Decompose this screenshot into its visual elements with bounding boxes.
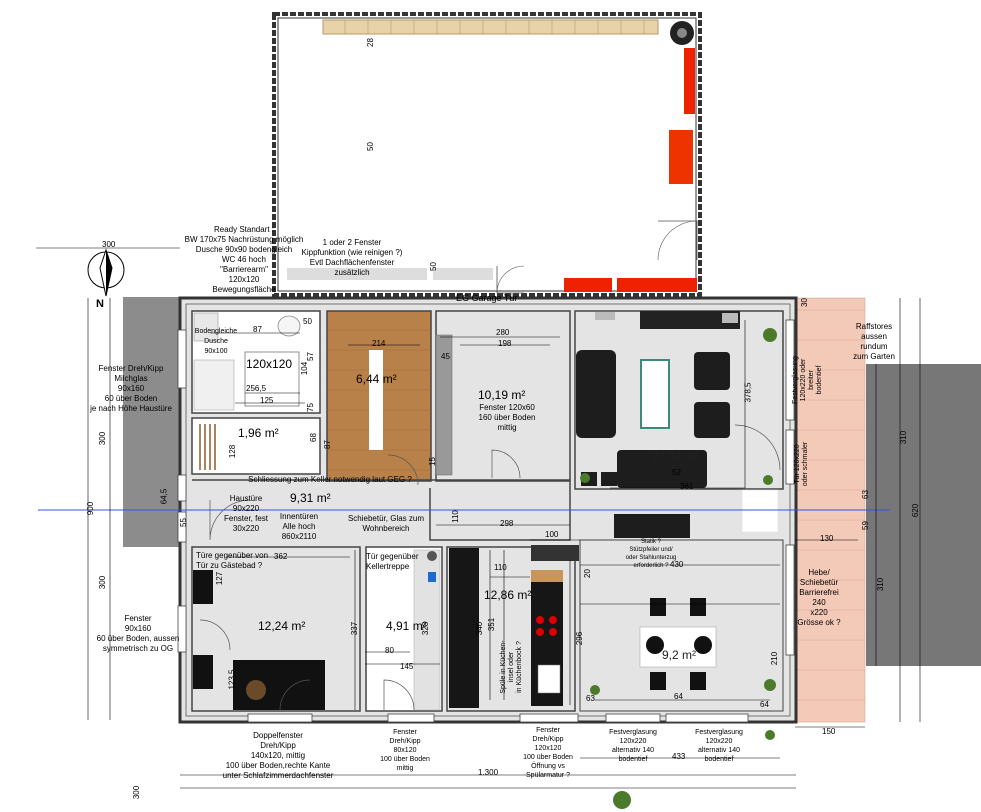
terrace-door-note: Tür 120x220 oder schmaler <box>794 441 809 487</box>
garage-dim-50-a: 50 <box>365 142 375 151</box>
terrace-dim-620: 620 <box>911 503 921 518</box>
terrace-dim-310-b: 310 <box>876 577 886 592</box>
hall-sliding-door: Schiebetür, Glas zum Wohnbereich <box>347 514 425 533</box>
raffstore-note: Raffstores aussen rundum zum Garten <box>853 322 895 361</box>
terrace-dim-59: 59 <box>860 521 870 530</box>
terrace-hebe-note: Hebe/ Schiebetür Barrierefrei 240 x220 G… <box>797 568 841 627</box>
living-dim-52: 52 <box>672 468 681 477</box>
bath-dim-104: 104 <box>300 361 310 376</box>
dining-area: 9,2 m² <box>662 648 697 662</box>
hall-dim-55: 55 <box>178 518 188 527</box>
small-room-area: 1,96 m² <box>238 426 279 440</box>
hall-area: 9,31 m² <box>290 491 331 505</box>
stair-room-area: 6,44 m² <box>356 372 397 386</box>
garage-door-label: EG Garage Tür <box>456 293 518 303</box>
stair-dim-214: 214 <box>372 339 386 348</box>
kitchen-area: 12,86 m² <box>484 588 532 602</box>
garage-dim-28: 28 <box>365 38 375 47</box>
living-dim-361: 361 <box>680 482 694 491</box>
small-room-dim-68: 68 <box>308 433 318 442</box>
south-window-bath-note: Fenster Dreh/Kipp 80x120 100 über Boden … <box>380 729 430 772</box>
terrace-dim-310-a: 310 <box>899 430 909 445</box>
south-dim-300: 300 <box>132 785 142 800</box>
living-dim-430: 430 <box>670 560 684 569</box>
south-fest-2-note: Festverglasung 120x220 alternativ 140 bo… <box>695 729 743 763</box>
west-dim-900: 900 <box>86 501 96 516</box>
living-statik-note: Statik ? Stützpfeiler und/ oder Stahlunt… <box>625 539 677 569</box>
bath-dim-75: 75 <box>305 403 315 412</box>
terrace-festverglasung-note: Festverglasung 120x220 oder breiter bode… <box>792 356 823 404</box>
bath-ready-note: Ready Standart : BW 170x75 Nachrüstung m… <box>184 225 304 294</box>
bedroom-dim-1235: 123,5 <box>227 669 237 690</box>
bedroom-door-note: Türe gegenüber von Tür zu Gästebad ? <box>196 551 269 570</box>
garage-window-note: 1 oder 2 Fenster Kippfunktion (wie reini… <box>301 238 403 277</box>
kitchen-dim-63: 63 <box>586 694 595 703</box>
garage-dim-50-b: 50 <box>428 262 438 271</box>
terrace-dim-150: 150 <box>822 727 836 736</box>
terrace-dim-63: 63 <box>860 490 870 499</box>
north-label: N <box>96 298 104 310</box>
living-area: 27,61 m² <box>652 449 700 463</box>
kitchen-dim-340: 340 <box>475 621 485 636</box>
office-area: 10,19 m² <box>478 388 526 402</box>
west-dim-300-a: 300 <box>98 431 108 446</box>
office-dim-15: 15 <box>427 457 437 466</box>
hall-inner-doors: Innentüren Alle hoch 860x2110 <box>279 512 319 541</box>
south-window-kitchen-note: Fenster Dreh/Kipp 120x120 100 über Boden… <box>523 727 573 779</box>
hall-keller-note: Schliessung zum Keller notwendig laut GE… <box>248 475 412 484</box>
living-dim-20: 20 <box>582 569 592 578</box>
office-dim-198: 198 <box>498 339 512 348</box>
kitchen-dim-110: 110 <box>494 563 507 572</box>
hall-dim-298: 298 <box>500 519 514 528</box>
living-dim-3785: 378,5 <box>743 382 753 403</box>
dining-dim-210: 210 <box>770 651 780 666</box>
terrace-dim-30: 30 <box>799 298 809 307</box>
guest-bath-dim-80: 80 <box>385 646 394 655</box>
bath-movement-area: 120x120 <box>246 357 293 371</box>
south-dim-1300: 1.300 <box>478 768 499 777</box>
shower-label: Bodengleiche Dusche 90x100 <box>194 328 238 355</box>
hall-door-note: Haustüre 90x220 Fenster, fest 30x220 <box>223 494 269 533</box>
bedroom-dim-337: 337 <box>350 621 360 636</box>
office-window-note: Fenster 120x60 160 über Boden mittig <box>478 403 536 432</box>
bedroom-dim-362: 362 <box>274 552 288 561</box>
compass-dim-300: 300 <box>102 240 116 249</box>
bedroom-area: 12,24 m² <box>258 619 306 633</box>
kitchen-sink-note: Spüle in Küchen- insel oder in Küchenboc… <box>500 640 523 694</box>
south-fest-1-note: Festverglasung 120x220 alternativ 140 bo… <box>609 729 657 763</box>
west-window-bottom-note: Fenster 90x160 60 über Boden, aussen sym… <box>96 614 180 653</box>
guest-bath-area: 4,91 m² <box>386 619 427 633</box>
hall-dim-645: 64,5 <box>159 488 169 505</box>
terrace-dim-130: 130 <box>820 534 834 543</box>
living-dim-100: 100 <box>545 530 559 539</box>
west-dim-300-b: 300 <box>98 575 108 590</box>
bath-dim-2565: 256,5 <box>246 384 267 393</box>
bath-dim-57: 57 <box>305 352 315 361</box>
small-room-dim-128: 128 <box>228 444 238 459</box>
bath-dim-125: 125 <box>260 396 274 405</box>
kitchen-dim-296: 296 <box>575 631 585 646</box>
bedroom-dim-127: 127 <box>215 571 225 586</box>
south-dim-433: 433 <box>672 752 686 761</box>
bath-dim-50: 50 <box>303 317 312 326</box>
guest-bath-dim-328: 328 <box>421 621 431 636</box>
dining-dim-64-b: 64 <box>760 700 769 709</box>
office-dim-280: 280 <box>496 328 510 337</box>
guest-bath-door-note: Tür gegenüber Kellertreppe <box>366 552 419 571</box>
guest-bath-dim-145: 145 <box>400 662 414 671</box>
dining-dim-64-a: 64 <box>674 692 683 701</box>
west-window-top-note: Fenster Dreh/Kipp Milchglas 90x160 60 üb… <box>90 364 172 413</box>
bath-dim-87: 87 <box>253 325 262 334</box>
hall-dim-87: 87 <box>322 440 332 449</box>
south-double-window-note: Doppelfenster Dreh/Kipp 140x120, mittig … <box>222 731 334 780</box>
hall-dim-110: 110 <box>450 510 460 523</box>
office-dim-45: 45 <box>441 352 450 361</box>
kitchen-dim-351: 351 <box>487 617 497 632</box>
